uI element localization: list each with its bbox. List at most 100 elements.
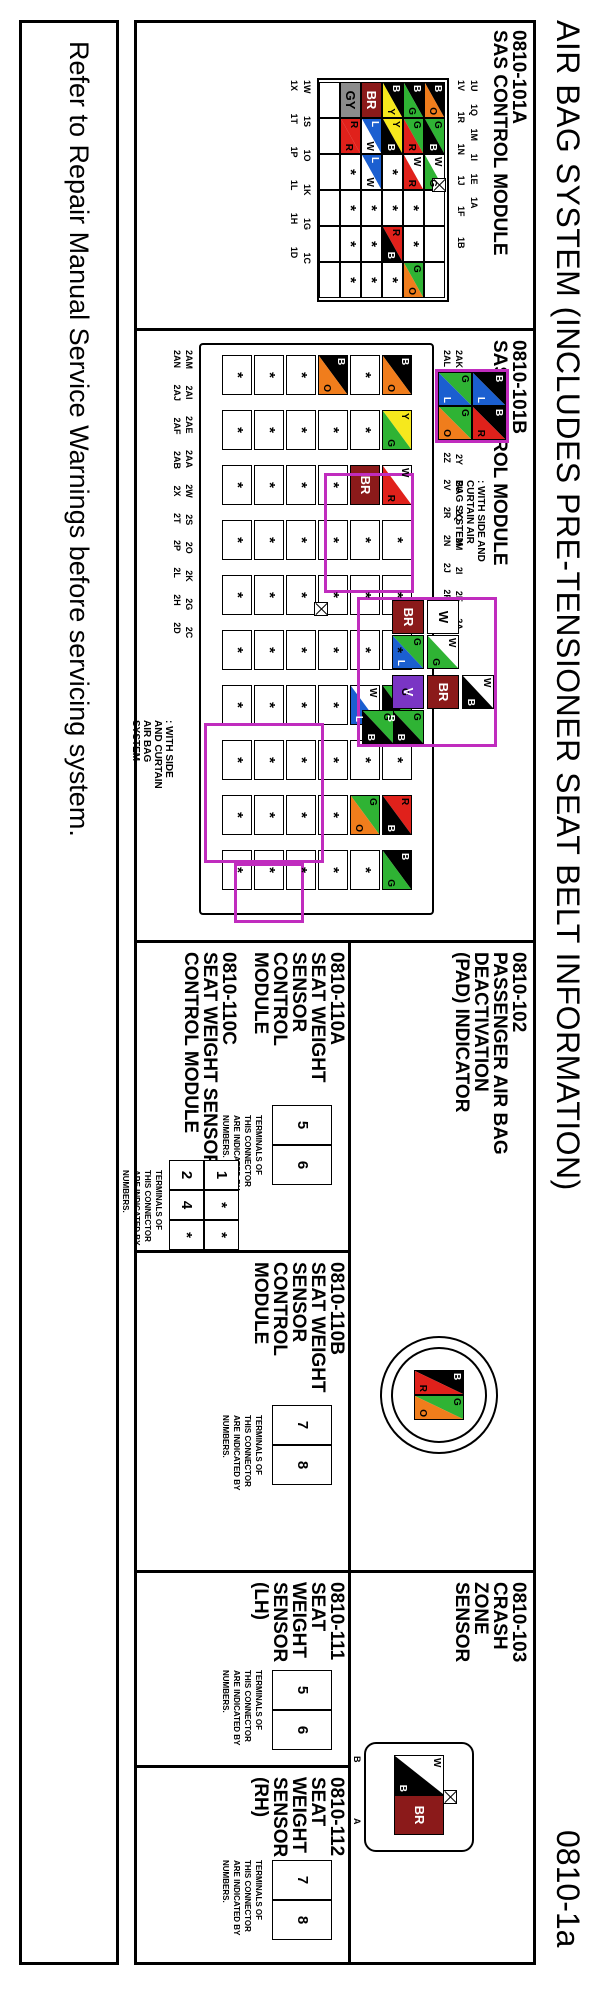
terminal-note: TERMINALS OF THIS CONNECTOR ARE INDICATE…	[221, 1860, 263, 1936]
terminal-cell: *	[222, 630, 252, 670]
terminal-note: TERMINALS OF THIS CONNECTOR ARE INDICATE…	[121, 1170, 163, 1246]
key-mark-icon	[314, 602, 328, 616]
connector-label-110a: 0810-110A SEAT WEIGHT SENSOR CONTROL MOD…	[250, 952, 347, 1083]
terminal-cell: *	[254, 355, 284, 395]
connector-label-110b: 0810-110B SEAT WEIGHT SENSOR CONTROL MOD…	[250, 1262, 347, 1393]
terminal-note: TERMINALS OF THIS CONNECTOR ARE INDICATE…	[221, 1415, 263, 1491]
terminal-cell: *	[340, 226, 361, 262]
pin-labels: 1V 1R 1N 1J 1F 1B	[456, 80, 466, 249]
terminal-cell: *	[286, 630, 316, 670]
terminal-cell: GY	[340, 82, 361, 118]
terminal-cell: *	[361, 190, 382, 226]
terminal-cell: *	[222, 520, 252, 560]
warning-footer: Refer to Repair Manual Service Warnings …	[19, 20, 119, 1965]
pin-labels: 2AN 2AJ 2AF 2AB 2X 2T 2P 2L 2H 2D	[172, 350, 182, 634]
divider	[134, 1570, 536, 1573]
terminal-cell: *	[318, 685, 348, 725]
terminal-cell	[424, 190, 445, 226]
terminal-cell: *	[286, 575, 316, 615]
terminal-cell: *	[222, 685, 252, 725]
divider	[134, 328, 536, 331]
pin-labels: 2AM 2AI 2AE 2AA 2W 2S 2O 2K 2G 2C	[184, 350, 194, 639]
terminal-cell: *	[318, 410, 348, 450]
highlight-frame	[357, 597, 497, 747]
terminal-note: TERMINALS OF THIS CONNECTOR ARE INDICATE…	[221, 1670, 263, 1746]
connector-label-102: 0810-102 PASSENGER AIR BAG DEACTIVATION …	[451, 952, 529, 1155]
pin-label: A	[352, 1818, 362, 1825]
key-mark-icon	[443, 1790, 457, 1804]
highlight-frame	[204, 723, 324, 863]
terminal-cell: *	[350, 850, 380, 890]
terminal-cell: *	[286, 685, 316, 725]
connector-label-101a: 0810-101A SAS CONTROL MODULE	[489, 30, 529, 256]
divider	[134, 940, 536, 943]
terminal-cell: 6	[272, 1710, 332, 1750]
terminal-cell: *	[286, 520, 316, 560]
pin-labels: 1U 1Q 1M 1I 1E 1A	[469, 80, 479, 209]
terminal-cell: *	[318, 630, 348, 670]
terminal-cell: *	[286, 355, 316, 395]
pin-labels: 1W 1S 1O 1K 1G 1C	[302, 80, 312, 265]
terminal-cell: *	[222, 575, 252, 615]
connector-label-110c: 0810-110C SEAT WEIGHT SENSOR CONTROL MOD…	[180, 952, 239, 1169]
page-title: AIR BAG SYSTEM (INCLUDES PRE-TENSIONER S…	[550, 20, 586, 1191]
terminal-cell: *	[254, 685, 284, 725]
terminal-cell: *	[361, 262, 382, 298]
terminal-cell: *	[350, 410, 380, 450]
terminal-cell: *	[254, 410, 284, 450]
terminal-cell	[319, 190, 340, 226]
terminal-cell: *	[361, 226, 382, 262]
connector-label-111: 0810-111 SEAT WEIGHT SENSOR (LH)	[250, 1582, 347, 1663]
terminal-cell: *	[222, 355, 252, 395]
terminal-cell: *	[403, 226, 424, 262]
terminal-cell	[319, 82, 340, 118]
terminal-cell: *	[254, 630, 284, 670]
terminal-cell: *	[286, 410, 316, 450]
terminal-cell: *	[340, 154, 361, 190]
page-id: 0810-1a	[550, 1830, 586, 1948]
terminal-cell: 6	[272, 1145, 332, 1185]
terminal-cell: BR	[361, 82, 382, 118]
connector-label-103: 0810-103 CRASH ZONE SENSOR	[451, 1582, 529, 1663]
terminal-cell	[319, 262, 340, 298]
terminal-cell: 4	[169, 1190, 204, 1220]
terminal-cell: 7	[272, 1405, 332, 1445]
terminal-cell: *	[169, 1220, 204, 1250]
terminal-cell: *	[254, 465, 284, 505]
pin-label: B	[352, 1756, 362, 1763]
terminal-cell: *	[350, 355, 380, 395]
terminal-cell: *	[254, 520, 284, 560]
divider	[134, 1765, 351, 1768]
terminal-cell: *	[222, 465, 252, 505]
terminal-cell: *	[382, 154, 403, 190]
terminal-cell: 2	[169, 1160, 204, 1190]
terminal-cell	[424, 262, 445, 298]
terminal-cell: BR	[394, 1795, 444, 1835]
terminal-cell: 5	[272, 1670, 332, 1710]
variant-note: : WITH SIDE AND CURTAIN AIR BAG SYSTEM	[130, 720, 174, 789]
